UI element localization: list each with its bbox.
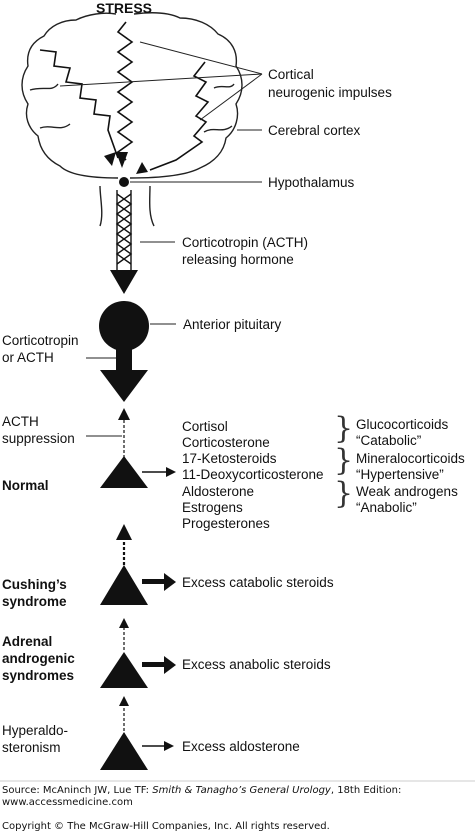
source-citation: Source: McAninch JW, Lue TF: Smith & Tan… — [2, 784, 401, 797]
cushings-adrenal — [100, 524, 176, 605]
steroid-item: Corticosterone — [182, 435, 270, 450]
acth-label-1: Corticotropin — [2, 333, 79, 348]
hypothalamus-node — [119, 177, 129, 187]
source-prefix: Source: McAninch JW, Lue TF: — [2, 785, 153, 796]
brace-mineralocorticoids: } — [334, 443, 354, 478]
crh-label-1: Corticotropin (ACTH) — [182, 235, 309, 250]
hyperaldosteronism-adrenal — [100, 696, 174, 770]
cushings-label-2: syndrome — [2, 594, 67, 609]
source-title: Smith & Tanagho’s General Urology — [152, 785, 331, 796]
normal-adrenal — [100, 408, 176, 488]
steroid-item: Aldosterone — [182, 484, 255, 499]
acth-suppression-label-1: ACTH — [2, 414, 39, 429]
pituitary-circle — [99, 301, 149, 351]
hyperaldo-result: Excess aldosterone — [182, 739, 300, 754]
hyperaldo-label-1: Hyperaldo- — [2, 723, 69, 738]
anterior-pituitary-label: Anterior pituitary — [183, 317, 282, 332]
mineralocorticoids-label: Mineralocorticoids — [356, 451, 465, 466]
hypothalamus-label: Hypothalamus — [268, 175, 355, 190]
cerebral-cortex-label: Cerebral cortex — [268, 123, 361, 138]
androgens-label: Weak androgens — [356, 484, 458, 499]
leader-lines — [59, 41, 263, 437]
acth-suppression-label-2: suppression — [2, 431, 75, 446]
source-url[interactable]: www.accessmedicine.com — [2, 797, 133, 808]
mineralocorticoids-effect: “Hypertensive” — [356, 467, 444, 482]
androgenic-adrenal — [100, 618, 176, 688]
androgenic-label-1: Adrenal — [2, 634, 53, 649]
brace-glucocorticoids: } — [334, 411, 354, 446]
pituitary-stalk — [116, 348, 132, 374]
glucocorticoids-effect: “Catabolic” — [356, 433, 422, 448]
hyperaldo-label-2: steronism — [2, 740, 61, 755]
androgens-effect: “Anabolic” — [356, 500, 417, 515]
copyright: Copyright © The McGraw-Hill Companies, I… — [2, 821, 330, 832]
acth-label-2: or ACTH — [2, 350, 54, 365]
steroid-item: 11-Deoxycorticosterone — [182, 467, 324, 482]
diagram-title: STRESS — [96, 0, 153, 16]
glucocorticoids-label: Glucocorticoids — [356, 417, 449, 432]
androgenic-label-2: androgenic — [2, 651, 75, 666]
crh-arrowhead — [110, 270, 138, 294]
steroid-item: Progesterones — [182, 516, 270, 531]
cortical-impulses — [39, 21, 210, 171]
impulse-arrowheads — [104, 152, 148, 174]
crh-stalk — [115, 190, 133, 270]
normal-label: Normal — [2, 478, 49, 493]
androgenic-label-3: syndromes — [2, 668, 75, 683]
cortical-impulses-label-1: Cortical — [268, 67, 314, 82]
source-suffix: , 18th Edition: — [330, 785, 402, 796]
cushings-label-1: Cushing’s — [2, 577, 67, 592]
brain-outline — [21, 12, 243, 227]
steroid-item: Cortisol — [182, 419, 228, 434]
crh-label-2: releasing hormone — [182, 252, 294, 267]
cortical-impulses-label-2: neurogenic impulses — [268, 85, 392, 100]
cushings-result: Excess catabolic steroids — [182, 575, 334, 590]
steroid-item: Estrogens — [182, 500, 243, 515]
steroid-item: 17-Ketosteroids — [182, 451, 277, 466]
acth-arrowhead — [100, 370, 148, 402]
brace-androgens: } — [334, 476, 354, 511]
androgenic-result: Excess anabolic steroids — [182, 657, 331, 672]
